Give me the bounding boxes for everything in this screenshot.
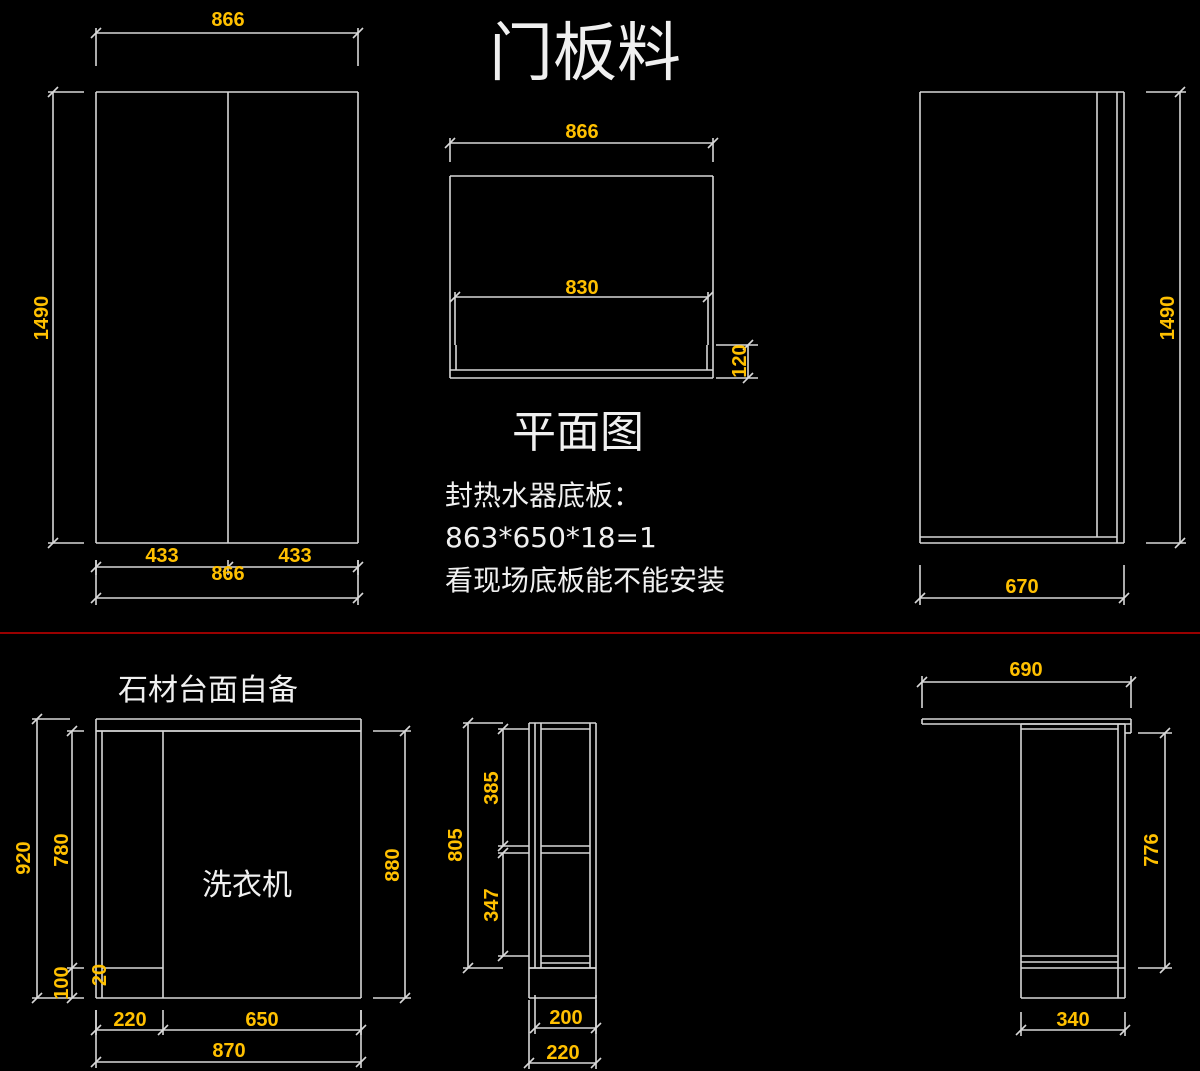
dim-front-height: 1490	[31, 296, 53, 341]
dim-right-side-height: 776	[1141, 833, 1163, 866]
dim-right-panel: 433	[278, 545, 311, 567]
dim-right-width: 650	[245, 1009, 278, 1031]
dim-plan-depth: 120	[729, 344, 751, 377]
note-line-2: 863*650*18=1	[445, 521, 657, 554]
note-line-1: 封热水器底板：	[445, 479, 641, 512]
dim-side-height: 1490	[1157, 296, 1179, 341]
dim-left-width: 220	[113, 1009, 146, 1031]
drawing-lines	[31, 27, 1186, 1069]
dim-upper-shelf: 385	[481, 771, 503, 804]
dim-cabinet-total-height: 805	[445, 828, 467, 861]
dim-top-width: 690	[1009, 659, 1042, 681]
dim-gap: 20	[89, 964, 111, 986]
dim-lower-shelf: 347	[481, 888, 503, 921]
dim-right-height: 880	[382, 848, 404, 881]
dim-outer-depth: 220	[546, 1042, 579, 1064]
dim-right-side-depth: 340	[1056, 1009, 1089, 1031]
dim-cabinet-height: 780	[51, 833, 73, 866]
dim-front-width-top: 866	[211, 9, 244, 31]
dim-plan-inner-width: 830	[565, 277, 598, 299]
dim-left-panel: 433	[145, 545, 178, 567]
washing-machine-label: 洗衣机	[202, 868, 292, 903]
dim-side-width: 670	[1005, 576, 1038, 598]
dim-plan-width: 866	[565, 121, 598, 143]
dim-front-width-bottom: 866	[211, 563, 244, 585]
plan-label: 平面图	[512, 407, 644, 458]
dim-base-height: 100	[51, 966, 73, 999]
dim-total-width: 870	[212, 1040, 245, 1062]
countertop-note: 石材台面自备	[118, 673, 298, 708]
drawing-title: 门板料	[489, 17, 681, 91]
dim-total-height: 920	[13, 841, 35, 874]
dim-inner-depth: 200	[549, 1007, 582, 1029]
note-line-3: 看现场底板能不能安装	[445, 564, 725, 597]
